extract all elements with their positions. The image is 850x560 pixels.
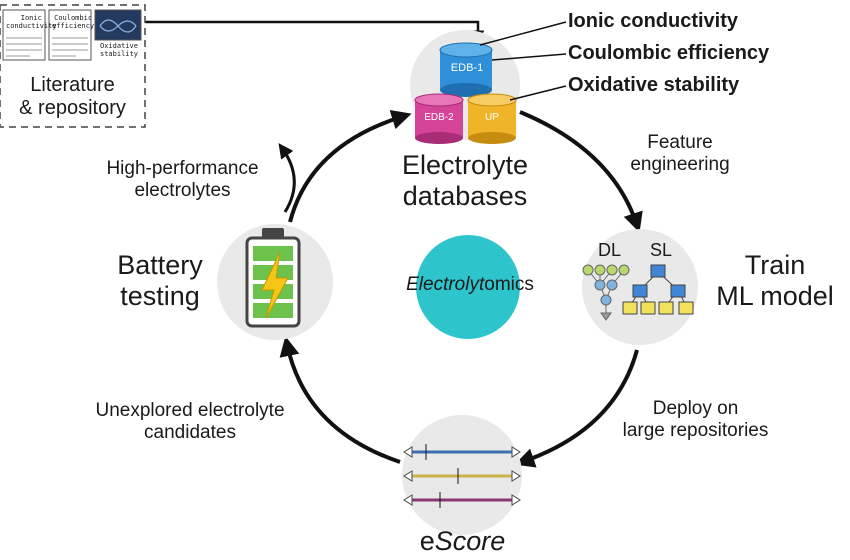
literature-label: Literature& repository: [19, 74, 126, 119]
db-cylinder-edb1: [439, 42, 493, 97]
property-oxidative-stability: Oxidative stability: [568, 74, 740, 96]
arrow-db-to-train: [519, 110, 643, 233]
battery-icon: [245, 228, 301, 328]
electrolytomics-circle: [416, 235, 520, 339]
arrow-escore-to-battery: [279, 336, 401, 464]
arrow-battery-to-highperf: [278, 143, 296, 213]
db-link-3: [509, 85, 567, 101]
property-coulombic-efficiency: Coulombic efficiency: [568, 42, 770, 64]
db-link-2: [491, 53, 567, 61]
arrow-battery-to-db: [288, 109, 412, 223]
sl-tree-icon: [622, 264, 694, 315]
electrolytomics-label: Electrolytomics: [406, 274, 534, 295]
up-label: UP: [485, 112, 499, 123]
literature-thumb-1: [2, 9, 46, 61]
db-cylinder-edb2: [414, 93, 464, 144]
arrow-train-to-escore: [514, 349, 639, 468]
db-link-1: [479, 21, 567, 46]
literature-thumb-2: [48, 9, 92, 61]
property-ionic-conductivity: Ionic conductivity: [568, 10, 739, 32]
db-cylinder-up: [467, 93, 517, 144]
literature-thumb-3: [94, 9, 142, 41]
dl-label: DL: [598, 240, 622, 260]
arrow-literature-to-db: [145, 20, 485, 43]
edb1-label: EDB-1: [450, 62, 484, 74]
dl-network-icon: [582, 264, 630, 321]
sl-label: SL: [650, 240, 673, 260]
edb2-label: EDB-2: [424, 112, 454, 123]
escore-label: eScore: [419, 526, 506, 556]
escore-bars-icon: [403, 444, 521, 508]
